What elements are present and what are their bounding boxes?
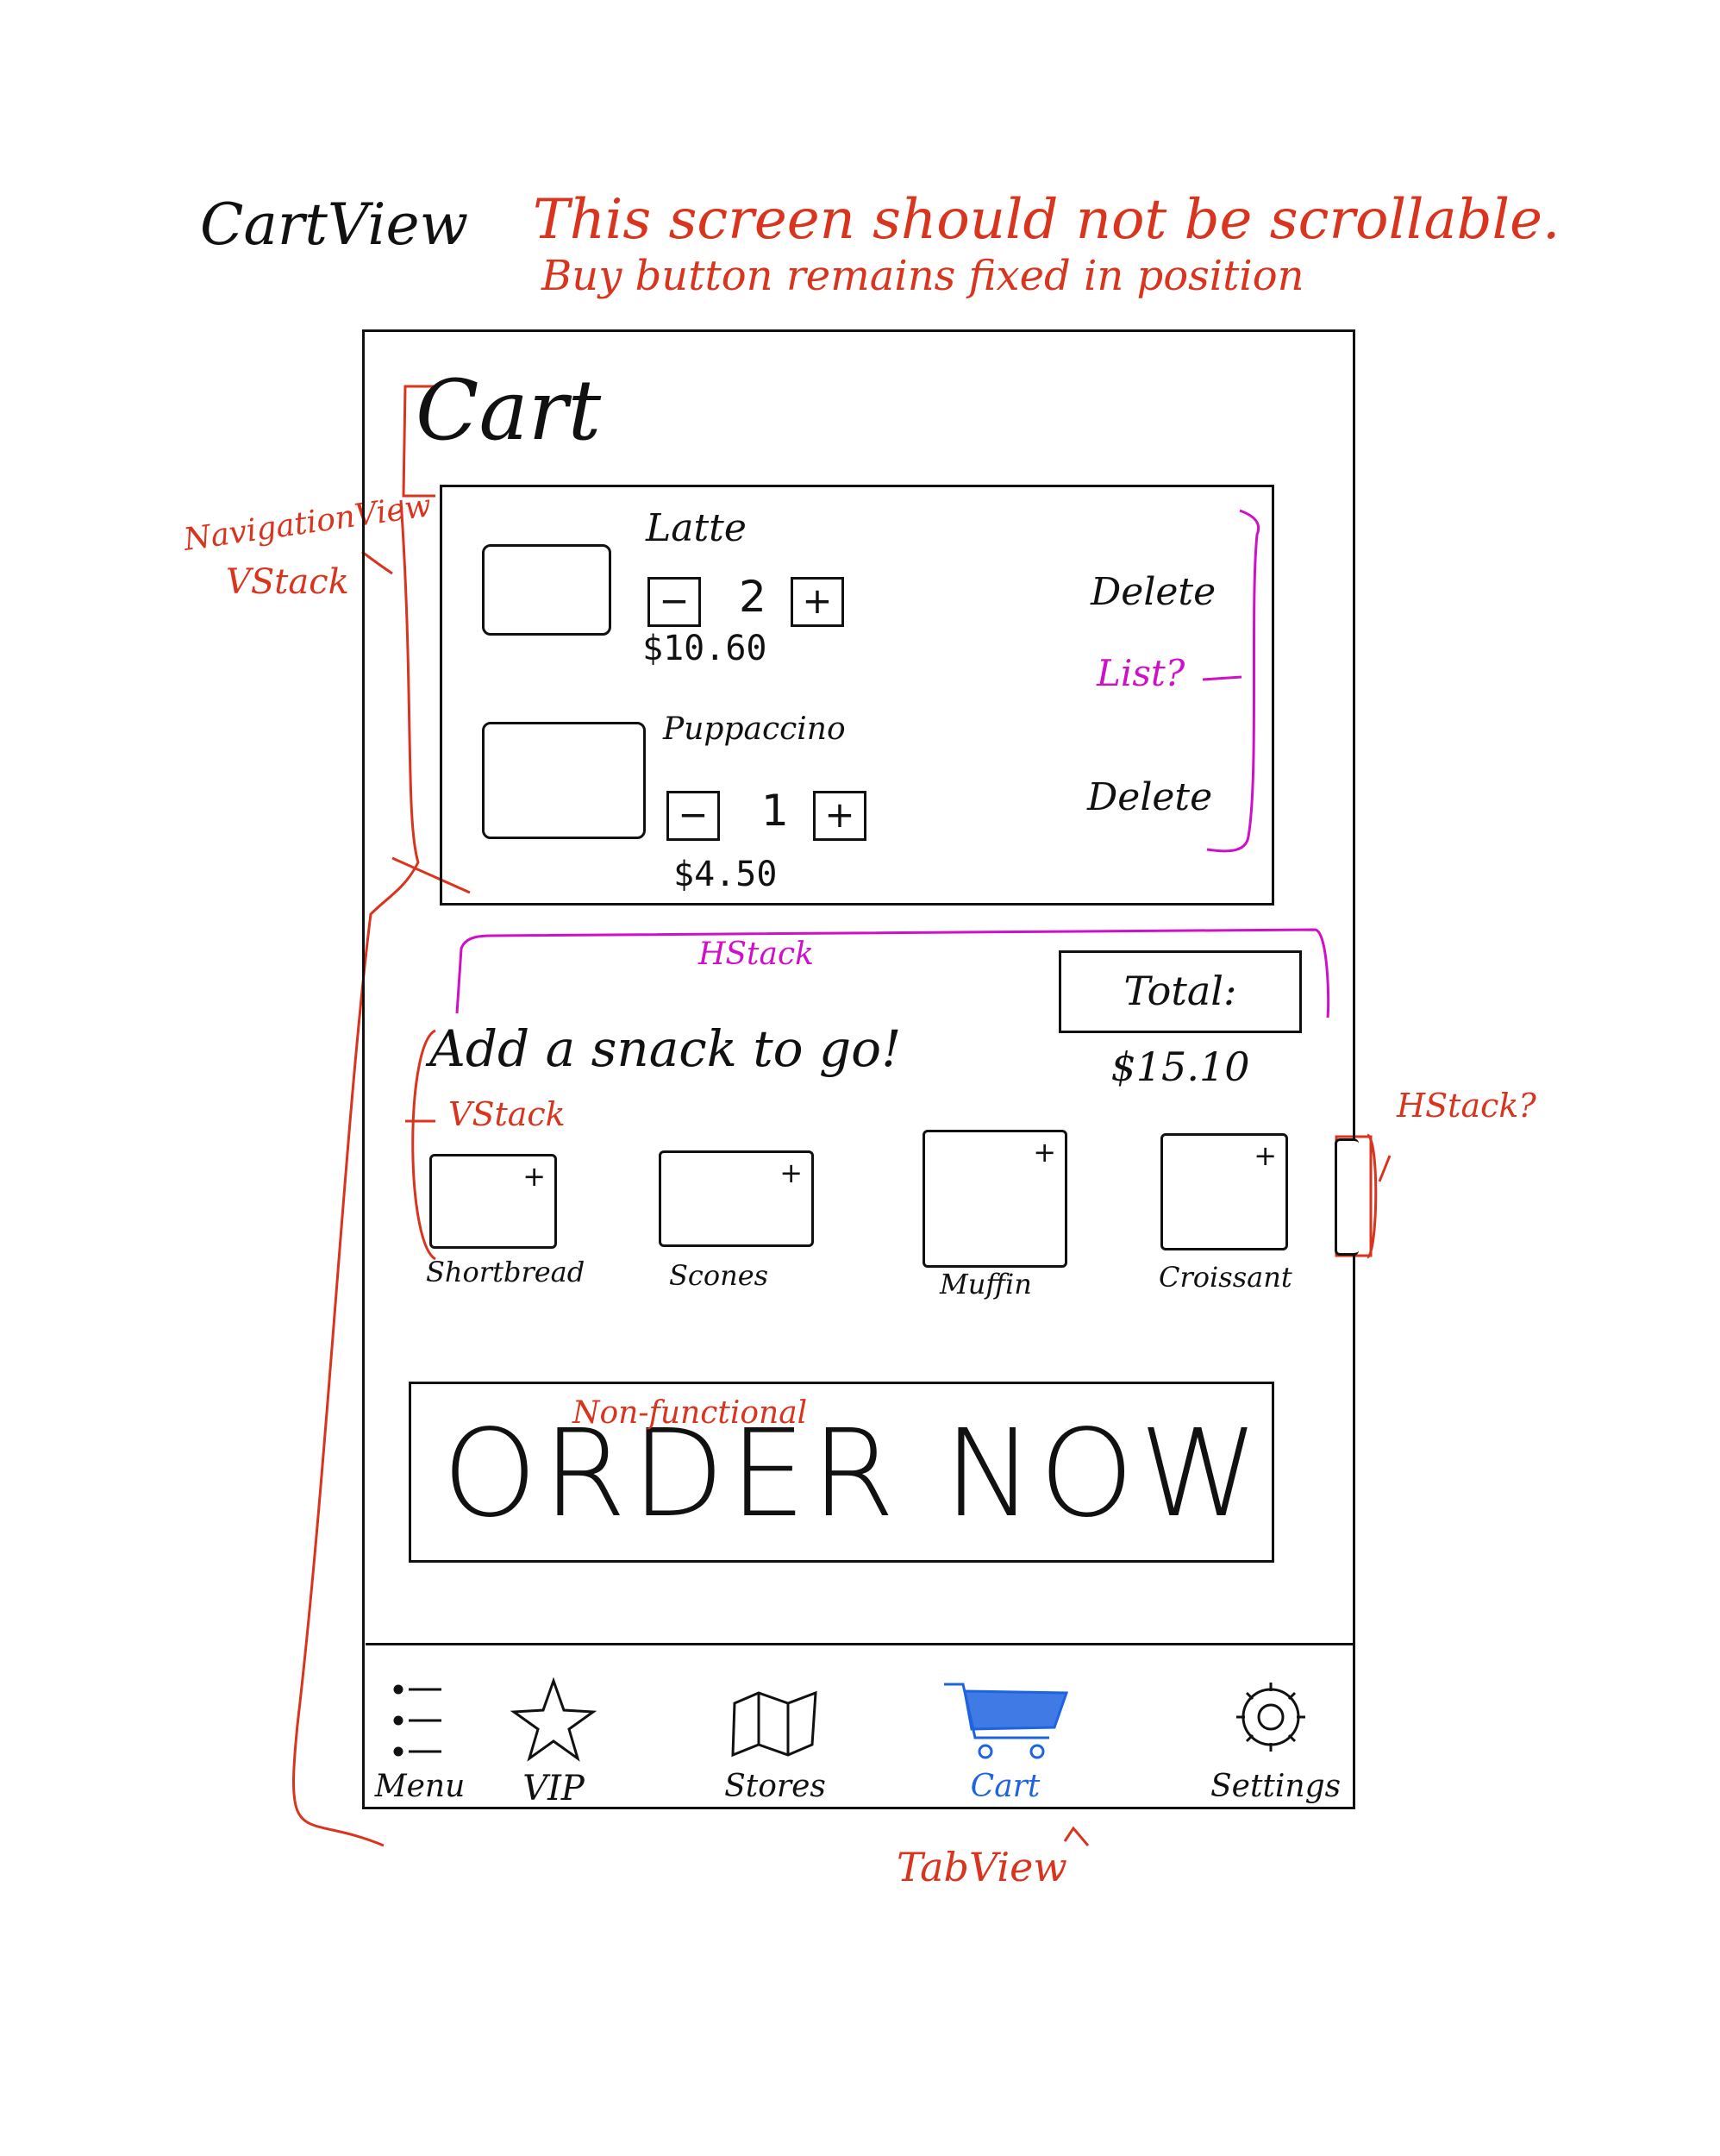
tab-menu[interactable]: Menu — [372, 1677, 467, 1804]
tab-label: Stores — [724, 1769, 826, 1804]
product-image — [482, 722, 646, 839]
quantity-value: 2 — [739, 572, 766, 622]
design-note-buy-button: Buy button remains fixed in position — [541, 252, 1304, 300]
cart-icon — [944, 1683, 1069, 1759]
tab-stores[interactable]: Stores — [710, 1677, 840, 1804]
tab-vip[interactable]: VIP — [502, 1677, 605, 1808]
annotation-hstack-snacks: HStack? — [1397, 1087, 1536, 1125]
add-snack-icon[interactable]: + — [1254, 1139, 1277, 1172]
tab-label: VIP — [522, 1769, 585, 1808]
add-snack-icon[interactable]: + — [522, 1160, 546, 1193]
annotation-vstack-outer: VStack — [226, 562, 349, 602]
order-now-button[interactable]: ORDER NOW — [409, 1382, 1274, 1563]
gear-icon — [1236, 1683, 1305, 1752]
snack-name: Croissant — [1159, 1261, 1292, 1294]
annotation-hstack-total: HStack — [698, 937, 814, 972]
add-snack-icon[interactable]: + — [1033, 1136, 1056, 1169]
snack-card-shortbread[interactable]: + — [429, 1154, 557, 1249]
tab-label: Cart — [970, 1769, 1041, 1804]
delete-item-button[interactable]: Delete — [1091, 570, 1217, 614]
map-icon — [731, 1690, 817, 1758]
snack-name: Scones — [669, 1259, 769, 1292]
menu-list-icon — [393, 1684, 441, 1757]
add-snack-icon[interactable]: + — [779, 1156, 803, 1189]
tab-label: Menu — [374, 1769, 466, 1804]
phone-frame — [362, 329, 1355, 1809]
snack-card-croissant[interactable]: + — [1160, 1133, 1288, 1250]
cart-total: Total: $15.10 — [1059, 950, 1302, 1090]
page-title: Cart — [416, 362, 602, 459]
cart-item-name: Latte — [646, 506, 747, 550]
snack-name: Shortbread — [426, 1256, 585, 1288]
increase-quantity-button[interactable]: + — [791, 577, 844, 627]
cart-item-name: Puppaccino — [663, 711, 846, 747]
tab-cart[interactable]: Cart — [936, 1677, 1074, 1804]
annotation-vstack-snacks: VStack — [448, 1095, 566, 1133]
annotation-list: List? — [1097, 652, 1185, 694]
increase-quantity-button[interactable]: + — [813, 791, 866, 841]
quantity-value: 1 — [761, 786, 789, 836]
design-note-scroll: This screen should not be scrollable. — [533, 188, 1561, 252]
tab-label: Settings — [1210, 1769, 1342, 1804]
annotation-non-functional: Non-functional — [572, 1395, 808, 1431]
delete-item-button[interactable]: Delete — [1087, 775, 1213, 819]
decrease-quantity-button[interactable]: − — [666, 791, 720, 841]
star-icon — [510, 1677, 597, 1762]
tab-bar-divider — [366, 1643, 1354, 1645]
snack-card-partial[interactable] — [1335, 1138, 1359, 1256]
tab-settings[interactable]: Settings — [1210, 1677, 1342, 1804]
decrease-quantity-button[interactable]: − — [647, 577, 701, 627]
cart-item-price: $4.50 — [673, 855, 778, 894]
snack-card-scones[interactable]: + — [659, 1150, 814, 1247]
sheet-title: CartView — [200, 191, 469, 258]
annotation-tabview: TabView — [897, 1844, 1067, 1890]
product-image — [482, 544, 611, 636]
snack-card-muffin[interactable]: + — [923, 1130, 1067, 1268]
snack-name: Muffin — [940, 1268, 1032, 1300]
cart-item-price: $10.60 — [642, 629, 767, 668]
cart-list: Latte − 2 + $10.60 Delete Puppaccino − 1… — [440, 485, 1274, 906]
snack-heading: Add a snack to go! — [429, 1019, 902, 1078]
